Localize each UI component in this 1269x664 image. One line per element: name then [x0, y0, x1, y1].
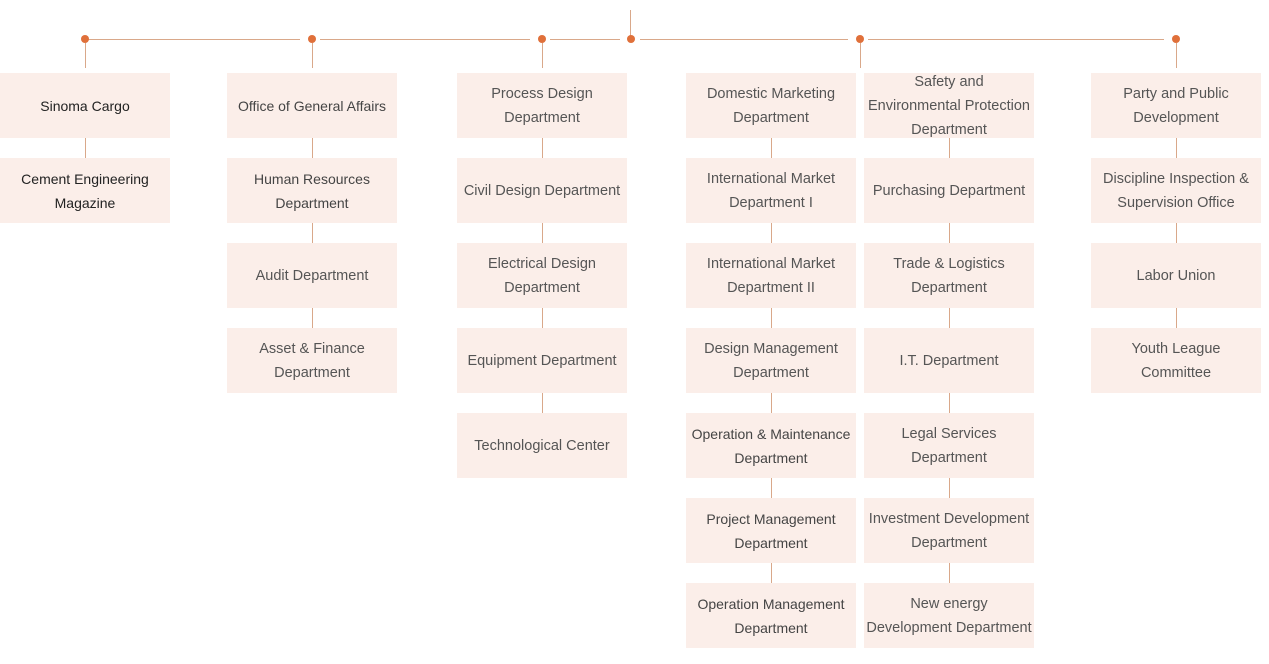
- dept-box[interactable]: International Market Department II: [686, 243, 856, 308]
- node-dot: [1172, 35, 1180, 43]
- dept-box[interactable]: Discipline Inspection & Supervision Offi…: [1091, 158, 1261, 223]
- dept-box[interactable]: Investment Development Department: [864, 498, 1034, 563]
- dept-box[interactable]: Audit Department: [227, 243, 397, 308]
- node-dot-root: [627, 35, 635, 43]
- connector: [542, 393, 543, 413]
- dept-box[interactable]: Equipment Department: [457, 328, 627, 393]
- connector: [312, 308, 313, 328]
- dept-box[interactable]: Office of General Affairs: [227, 73, 397, 138]
- connector: [949, 138, 950, 158]
- dept-box[interactable]: Domestic Marketing Department: [686, 73, 856, 138]
- dept-box[interactable]: Operation Management Department: [686, 583, 856, 648]
- connector: [771, 563, 772, 583]
- connector: [771, 393, 772, 413]
- connector: [542, 223, 543, 243]
- dept-box[interactable]: Safety and Environmental Protection Depa…: [864, 73, 1034, 138]
- dept-box[interactable]: International Market Department I: [686, 158, 856, 223]
- dept-box[interactable]: Youth League Committee: [1091, 328, 1261, 393]
- dept-box[interactable]: Party and Public Development: [1091, 73, 1261, 138]
- connector: [1176, 308, 1177, 328]
- connector: [312, 138, 313, 158]
- connector: [542, 138, 543, 158]
- connector: [949, 478, 950, 498]
- connector: [949, 308, 950, 328]
- connector: [771, 223, 772, 243]
- dept-box[interactable]: New energy Development Department: [864, 583, 1034, 648]
- dept-box[interactable]: Sinoma Cargo: [0, 73, 170, 138]
- root-stem: [630, 10, 631, 39]
- dept-box[interactable]: Project Management Department: [686, 498, 856, 563]
- dept-box[interactable]: Labor Union: [1091, 243, 1261, 308]
- dept-box[interactable]: I.T. Department: [864, 328, 1034, 393]
- node-dot: [308, 35, 316, 43]
- connector: [85, 138, 86, 158]
- dept-box[interactable]: Process Design Department: [457, 73, 627, 138]
- connector: [771, 138, 772, 158]
- dept-box[interactable]: Electrical Design Department: [457, 243, 627, 308]
- connector: [949, 223, 950, 243]
- connector: [771, 478, 772, 498]
- dept-box[interactable]: Technological Center: [457, 413, 627, 478]
- connector: [1176, 223, 1177, 243]
- dept-box[interactable]: Asset & Finance Department: [227, 328, 397, 393]
- dept-box[interactable]: Operation & Maintenance Department: [686, 413, 856, 478]
- node-dot: [81, 35, 89, 43]
- branch-drop-1: [85, 43, 86, 68]
- branch-drop-4: [860, 43, 861, 68]
- branch-drop-3: [542, 43, 543, 68]
- branch-drop-2: [312, 43, 313, 68]
- node-dot: [538, 35, 546, 43]
- connector: [1176, 138, 1177, 158]
- branch-drop-5: [1176, 43, 1177, 68]
- dept-box[interactable]: Design Management Department: [686, 328, 856, 393]
- connector: [542, 308, 543, 328]
- dept-box[interactable]: Human Resources Department: [227, 158, 397, 223]
- dept-box[interactable]: Cement Engineering Magazine: [0, 158, 170, 223]
- dept-box[interactable]: Civil Design Department: [457, 158, 627, 223]
- dept-box[interactable]: Trade & Logistics Department: [864, 243, 1034, 308]
- dept-box[interactable]: Purchasing Department: [864, 158, 1034, 223]
- connector: [949, 563, 950, 583]
- connector: [949, 393, 950, 413]
- connector: [771, 308, 772, 328]
- node-dot: [856, 35, 864, 43]
- connector: [312, 223, 313, 243]
- dept-box[interactable]: Legal Services Department: [864, 413, 1034, 478]
